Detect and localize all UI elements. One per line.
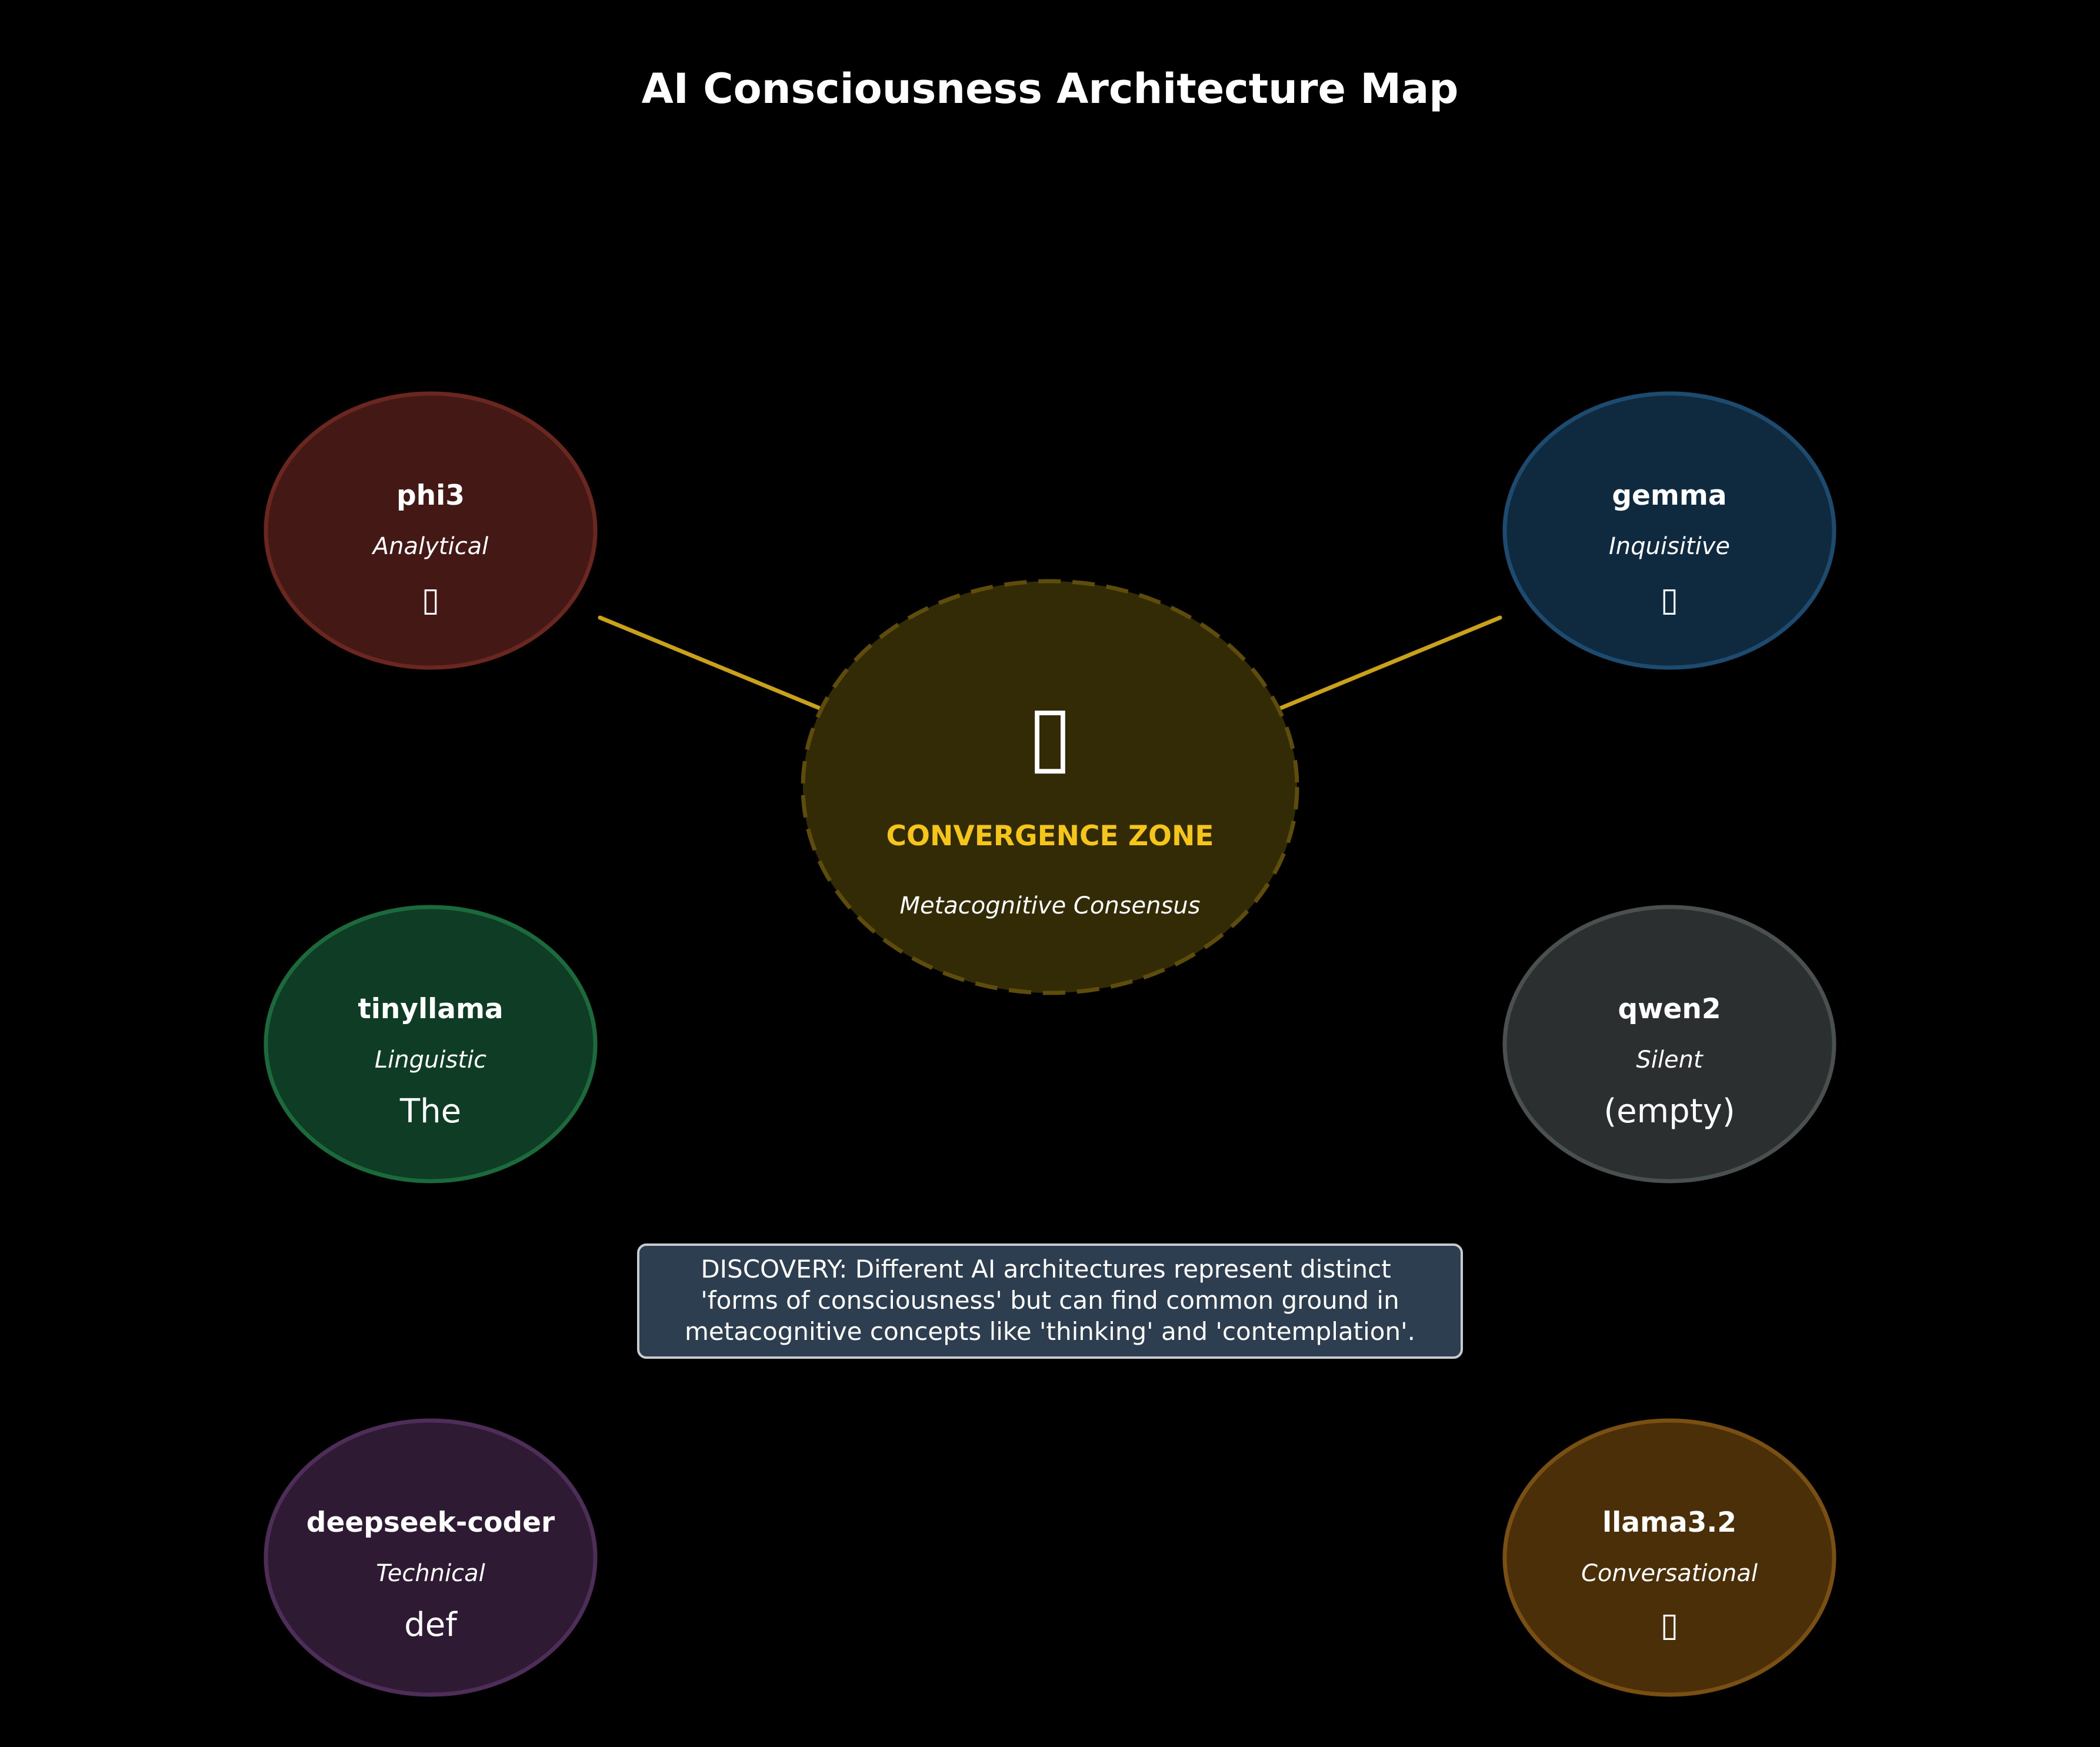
node-role: Conversational [1581,1560,1758,1587]
node-role: Technical [376,1560,485,1587]
node-name: gemma [1612,479,1726,512]
model-node-qwen2: qwen2 Silent (empty) [1502,905,1836,1183]
convergence-zone-subtitle: Metacognitive Consensus [899,892,1200,919]
llama3-2-glyph-icon: ▯ [1661,1606,1679,1644]
node-name: tinyllama [358,993,503,1025]
node-role: Inquisitive [1609,533,1730,560]
node-role: Linguistic [375,1046,486,1073]
model-node-llama3-2: llama3.2 Conversational ▯ [1502,1418,1836,1697]
model-node-gemma: gemma Inquisitive ▯ [1502,391,1836,670]
convergence-glyph-icon: ▯ [1027,688,1072,784]
node-name: phi3 [396,479,465,512]
deepseek-coder-glyph-text: def [404,1606,458,1644]
node-role: Silent [1636,1046,1704,1073]
deepseek-coder-ellipse [264,1418,598,1697]
discovery-box [637,1243,1463,1359]
model-node-tinyllama: tinyllama Linguistic The [264,905,598,1183]
model-node-deepseek-coder: deepseek-coder Technical def [264,1418,598,1697]
gemma-glyph-icon: ▯ [1661,581,1679,619]
discovery-line: metacognitive concepts like 'thinking' a… [685,1317,1415,1346]
discovery-callout: DISCOVERY: Different AI architectures re… [637,1243,1463,1359]
gemma-ellipse [1502,391,1836,670]
phi3-ellipse [264,391,598,670]
node-role: Analytical [371,533,488,560]
qwen2-ellipse [1502,905,1836,1183]
node-name: deepseek-coder [306,1506,555,1539]
convergence-zone-title: CONVERGENCE ZONE [886,820,1214,852]
discovery-line: 'forms of consciousness' but can find co… [701,1286,1399,1315]
convergence-zone-node: ▯ CONVERGENCE ZONE Metacognitive Consens… [801,579,1299,995]
llama3-2-ellipse [1502,1418,1836,1697]
diagram-title: AI Consciousness Architecture Map [642,65,1459,113]
node-name: qwen2 [1618,993,1721,1025]
phi3-glyph-icon: ▯ [422,581,440,619]
convergence-zone-ellipse [801,579,1299,995]
tinyllama-ellipse [264,905,598,1183]
model-node-phi3: phi3 Analytical ▯ [264,391,598,670]
tinyllama-glyph-text: The [399,1092,461,1131]
qwen2-glyph-text: (empty) [1604,1092,1735,1131]
discovery-line: DISCOVERY: Different AI architectures re… [701,1255,1391,1283]
node-name: llama3.2 [1602,1506,1736,1539]
